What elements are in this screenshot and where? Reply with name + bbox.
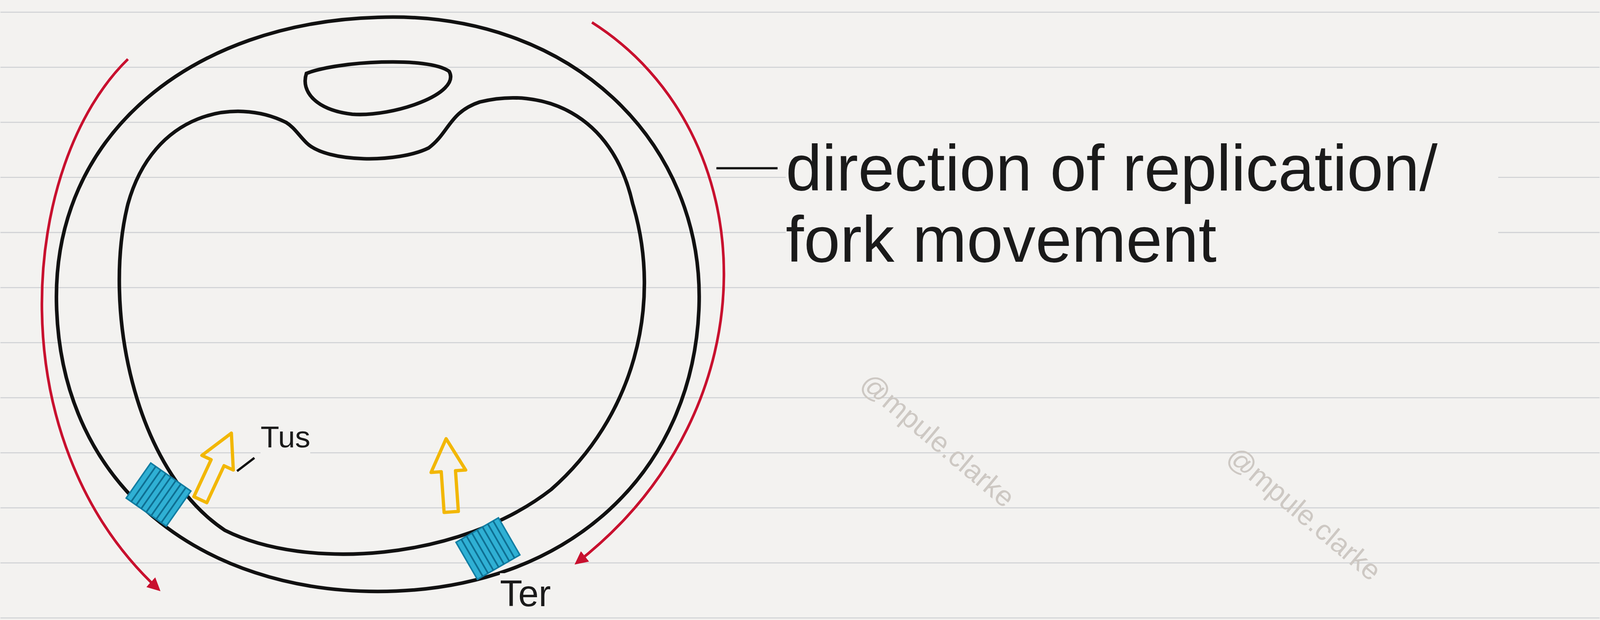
- watermark: @mpule.clarke: [854, 366, 1022, 514]
- site-label-holder: Ter: [499, 573, 551, 614]
- inner-strand: [119, 97, 645, 555]
- protein-label-holder: Tus: [260, 419, 311, 455]
- paper-rule: [0, 11, 1600, 14]
- annotation-text: direction of replication/ fork movement: [785, 132, 1499, 275]
- paper-rule: [0, 287, 1600, 289]
- tus-protein: [184, 425, 248, 507]
- paper-rule: [0, 452, 1600, 454]
- replication-bubble: [305, 61, 451, 115]
- tus-protein: [184, 425, 248, 507]
- tus-protein: [428, 437, 469, 514]
- ter-site: [455, 517, 520, 580]
- paper-rule: [0, 121, 1600, 123]
- tus-protein: [428, 437, 469, 514]
- fork-direction-arrow: [576, 22, 724, 564]
- ter-site: [126, 462, 191, 527]
- paper-rule: [0, 617, 1600, 619]
- annotation-text-holder: direction of replication/ fork movement: [785, 132, 1499, 275]
- leader-line: [236, 458, 255, 472]
- paper-ruling: [0, 12, 1600, 619]
- ter-hatching: [461, 521, 515, 577]
- site-label: Ter: [499, 573, 551, 614]
- fork-direction-arrow: [41, 59, 159, 590]
- leader-line: [716, 167, 778, 170]
- ter-site: [126, 462, 191, 527]
- paper-rule: [0, 341, 1600, 344]
- protein-label: Tus: [260, 419, 311, 455]
- outer-strand: [56, 17, 700, 592]
- paper-rule: [0, 66, 1600, 68]
- ter-hatching: [131, 466, 186, 523]
- paper-rule: [0, 397, 1600, 399]
- paper-rule: [0, 507, 1600, 509]
- ter-site: [455, 517, 520, 580]
- watermark-holder: @mpule.clarke: [1220, 439, 1388, 588]
- watermark-holder: @mpule.clarke: [854, 366, 1022, 514]
- watermark: @mpule.clarke: [1220, 439, 1388, 588]
